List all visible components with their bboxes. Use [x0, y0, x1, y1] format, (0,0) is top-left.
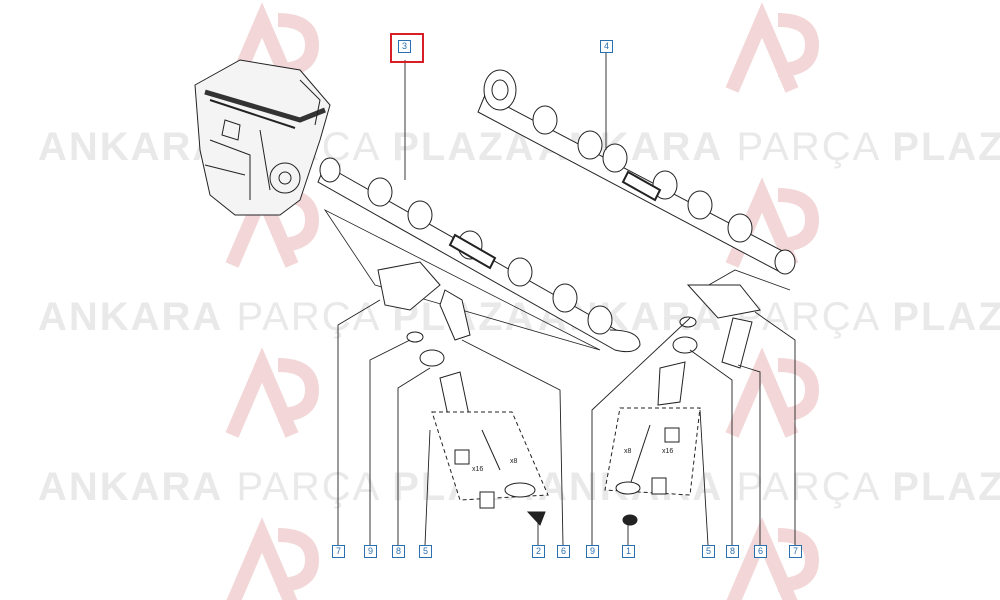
right-valve-assembly — [604, 284, 761, 526]
callout-intake-camshaft[interactable]: 3 — [398, 40, 411, 53]
intake-camshaft — [317, 157, 641, 353]
callout-valve-kit-left[interactable]: 5 — [419, 545, 432, 558]
callout-spring-seat-right[interactable]: 8 — [726, 545, 739, 558]
kit-qty-label: x8 — [624, 448, 632, 455]
callout-spring-seat-left[interactable]: 8 — [392, 545, 405, 558]
callout-lash-cap-left[interactable]: 9 — [364, 545, 377, 558]
callout-exhaust-camshaft[interactable]: 4 — [600, 40, 613, 53]
callout-valve-seal-right[interactable]: 1 — [622, 545, 635, 558]
watermark-text: ANKARA PARÇA PLAZA — [538, 295, 1000, 339]
kit-qty-label: x16 — [662, 448, 674, 455]
callout-rocker-arm-left[interactable]: 7 — [332, 545, 345, 558]
selected-part-highlight — [390, 33, 424, 63]
logo-mark — [226, 517, 320, 600]
kit-qty-label: x16 — [472, 466, 484, 473]
callout-tappet-left[interactable]: 6 — [557, 545, 570, 558]
callout-tappet-right[interactable]: 6 — [754, 545, 767, 558]
leader-lines — [337, 52, 796, 546]
logo-mark — [225, 347, 320, 438]
watermark-text: ANKARA PARÇA PLAZA — [538, 125, 1000, 169]
callout-lash-cap-right[interactable]: 9 — [586, 545, 599, 558]
group-indicator-left — [323, 208, 601, 351]
group-indicator-right — [699, 269, 791, 291]
left-valve-assembly — [377, 261, 549, 526]
callout-valve-kit-right[interactable]: 5 — [702, 545, 715, 558]
kit-qty-label: x8 — [510, 458, 518, 465]
logo-mark — [725, 2, 820, 93]
callout-valve-seal-left[interactable]: 2 — [532, 545, 545, 558]
exhaust-camshaft — [477, 69, 796, 275]
engine-thumbnail — [194, 59, 331, 216]
callout-rocker-arm-right[interactable]: 7 — [789, 545, 802, 558]
